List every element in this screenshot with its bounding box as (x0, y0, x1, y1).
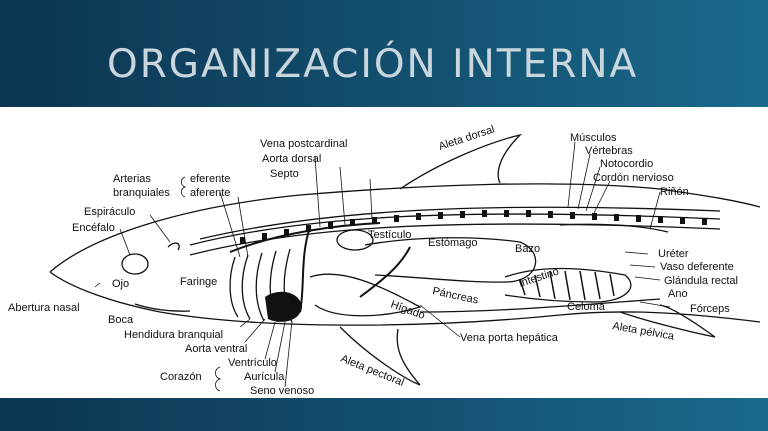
label-hendidura-branquial: Hendidura branquial (124, 329, 223, 341)
label-aleta-dorsal: Aleta dorsal (437, 123, 496, 152)
label-musculos: Músculos (570, 132, 617, 144)
label-aorta-dorsal: Aorta dorsal (262, 153, 321, 165)
label-aorta-ventral: Aorta ventral (185, 343, 247, 355)
label-vena-postcardinal: Vena postcardinal (260, 138, 347, 150)
label-rinon: Riñón (660, 186, 689, 198)
label-ureter: Uréter (658, 248, 689, 260)
label-cordon-nervioso: Cordón nervioso (593, 172, 674, 184)
label-arterias: Arterias (113, 173, 151, 185)
label-corazon: Corazón (160, 371, 202, 383)
label-septo: Septo (270, 168, 299, 180)
label-vertebras: Vértebras (585, 145, 633, 157)
label-aferente: aferente (190, 187, 230, 199)
heart-shape (265, 292, 302, 322)
label-ventriculo: Ventrículo (228, 357, 277, 369)
label-espiraculo: Espiráculo (84, 206, 135, 218)
label-ano: Ano (668, 288, 688, 300)
anatomy-svg: Vena postcardinal Aorta dorsal Septo Ale… (0, 107, 768, 398)
label-aleta-pectoral: Aleta pectoral (339, 353, 406, 389)
slide-title: ORGANIZACIÓN INTERNA (107, 42, 638, 87)
shark-anatomy-diagram: Vena postcardinal Aorta dorsal Septo Ale… (0, 107, 768, 398)
label-eferente: eferente (190, 173, 230, 185)
label-encefalo: Encéfalo (72, 222, 115, 234)
heart-brace (216, 367, 221, 391)
label-glandula-rectal: Glándula rectal (664, 275, 738, 287)
label-faringe: Faringe (180, 276, 217, 288)
label-ojo: Ojo (112, 278, 129, 290)
label-abertura-nasal: Abertura nasal (8, 302, 80, 314)
label-pancreas: Páncreas (431, 285, 479, 307)
label-estomago: Estómago (428, 237, 478, 249)
footer-band (0, 398, 768, 431)
leader-lines (95, 142, 670, 387)
label-seno-venoso: Seno venoso (250, 385, 314, 397)
label-notocordio: Notocordio (600, 158, 653, 170)
label-forceps: Fórceps (690, 303, 730, 315)
label-celoma: Celoma (567, 301, 606, 313)
label-auricula: Aurícula (244, 371, 285, 383)
label-vena-porta-hepatica: Vena porta hepática (460, 332, 559, 344)
label-vaso-deferente: Vaso deferente (660, 261, 734, 273)
arteries-brace (181, 177, 185, 197)
label-higado: Hígado (389, 299, 426, 322)
label-aleta-pelvica: Aleta pélvica (611, 320, 675, 343)
label-boca: Boca (108, 314, 134, 326)
label-testiculo: Testículo (368, 229, 411, 241)
label-bazo: Bazo (515, 243, 540, 255)
label-branquiales: branquiales (113, 187, 170, 199)
